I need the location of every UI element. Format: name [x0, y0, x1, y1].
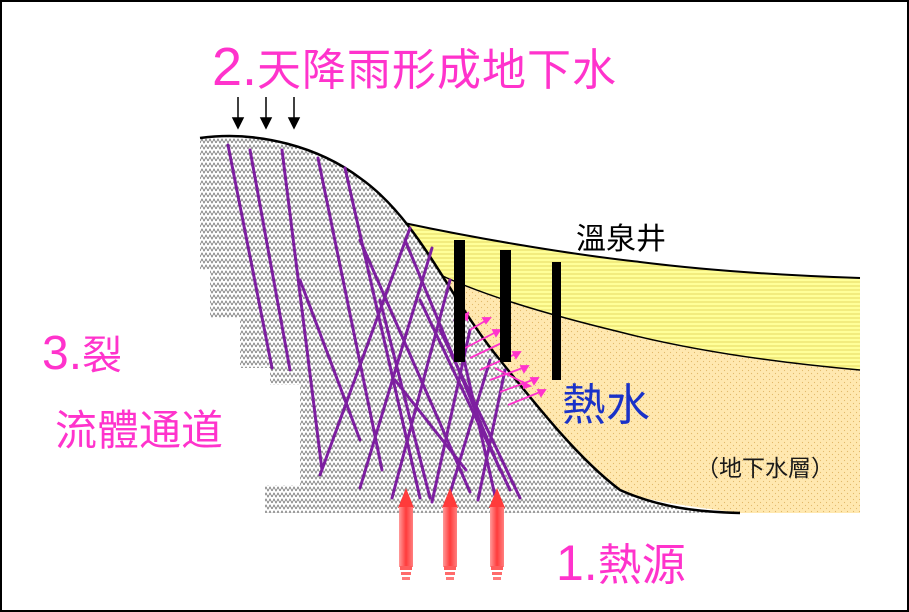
fracture-network	[226, 143, 522, 504]
rain-label-text: 天降雨形成地下水	[257, 45, 618, 96]
heat-arrow-2	[442, 488, 458, 580]
layer-boundary-line	[429, 269, 861, 371]
fracture-label-text: 裂	[82, 333, 123, 379]
heat-source-arrows	[398, 488, 505, 580]
heat-arrow-1	[398, 488, 414, 580]
ground-surface-line	[403, 222, 861, 279]
fracture-label: 3.裂	[42, 330, 122, 378]
heat-source-label: 1.熱源	[556, 538, 686, 588]
fluid-channel-label: 流體通道	[55, 406, 224, 455]
well-3	[552, 262, 561, 380]
rain-label-number: 2.	[212, 37, 258, 97]
hotspring-well-label: 溫泉井	[576, 222, 666, 257]
well-2	[500, 250, 511, 362]
hotspring-wells	[454, 240, 561, 380]
rain-arrow-2	[259, 117, 273, 130]
aquifer-label: （地下水層）	[696, 456, 834, 482]
surface-sediment-layer	[404, 223, 860, 370]
hot-water-label: 熱水	[562, 380, 650, 431]
rock-formation	[200, 136, 740, 513]
heat-source-text: 熱源	[597, 540, 686, 591]
rain-arrows	[231, 97, 301, 130]
fracture-label-number: 3.	[42, 327, 83, 380]
rain-label: 2.天降雨形成地下水	[212, 40, 617, 94]
well-1	[454, 240, 465, 362]
rain-arrow-1	[231, 117, 245, 130]
heat-arrow-3	[489, 488, 505, 580]
heat-source-number: 1.	[556, 535, 598, 591]
rain-arrow-3	[287, 117, 301, 130]
